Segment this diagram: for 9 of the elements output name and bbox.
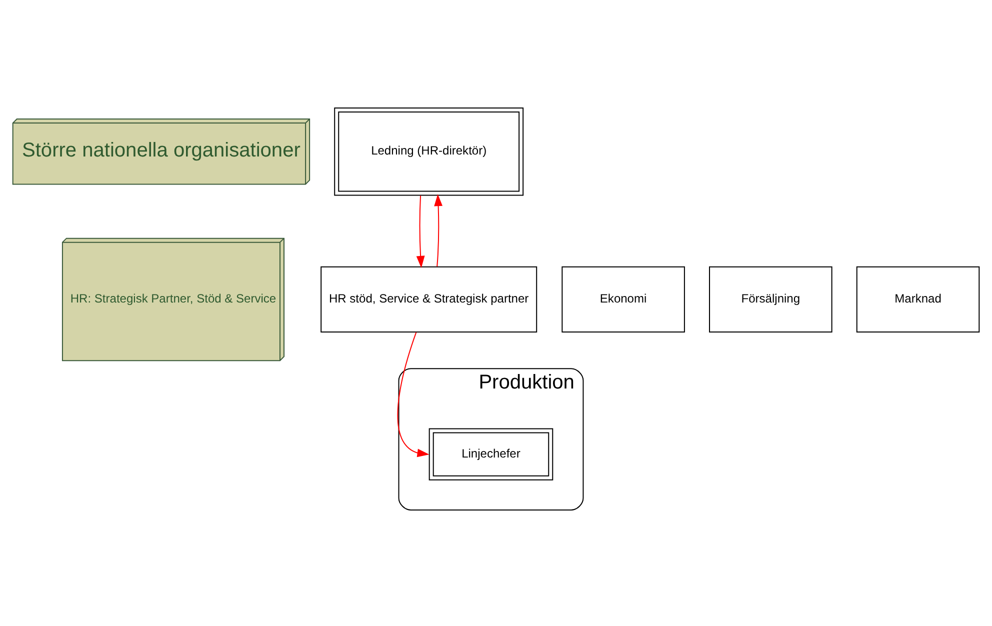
node-box: Ledning (HR-direktör) xyxy=(334,108,524,196)
node-box: Linjechefer xyxy=(428,428,554,480)
node-box: Marknad xyxy=(856,266,980,333)
node-box: Ekonomi xyxy=(562,266,685,333)
node-box: HR stöd, Service & Strategisk partner xyxy=(320,266,538,333)
arrow xyxy=(397,332,430,458)
node-box: Försäljning xyxy=(709,266,832,333)
arrow xyxy=(434,194,442,267)
arrow xyxy=(416,195,425,268)
